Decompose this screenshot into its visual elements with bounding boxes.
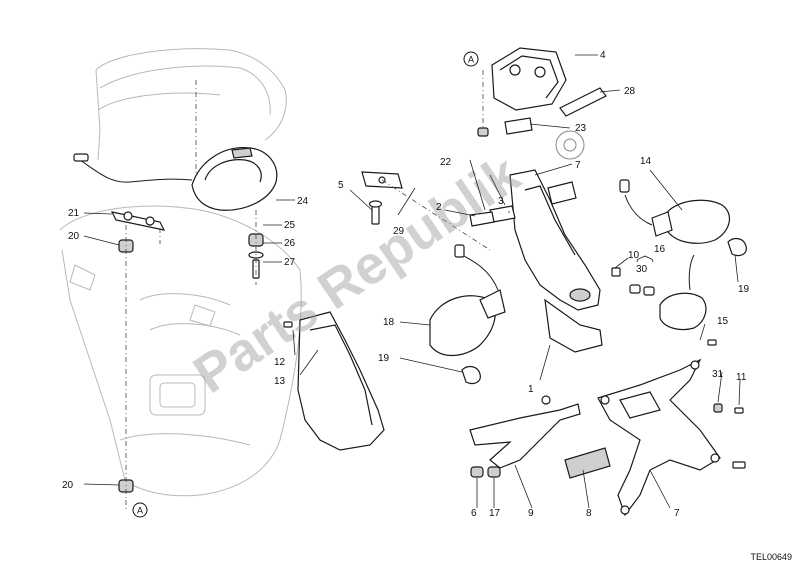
callout-30: 30 — [636, 264, 648, 275]
callout-28: 28 — [624, 86, 636, 97]
left-bracket-parts — [110, 211, 166, 510]
plate-bracket — [597, 339, 746, 517]
inner-cover — [283, 311, 385, 451]
callout-20a: 20 — [68, 231, 80, 242]
callout-7b: 7 — [674, 508, 680, 519]
callout-17-final: 17 — [489, 508, 501, 519]
callout-15: 15 — [717, 316, 729, 327]
license-plate-holder — [469, 169, 603, 353]
right-turn-signal — [619, 179, 747, 257]
callout-19-lower: 19 — [378, 353, 390, 364]
callout-31: 31 — [712, 369, 724, 380]
svg-text:A: A — [468, 55, 474, 65]
callout-7a: 7 — [575, 160, 581, 171]
callout-26: 26 — [284, 238, 296, 249]
callout-23: 23 — [575, 123, 587, 134]
callout-19c: 19 — [738, 284, 750, 295]
svg-text:A: A — [137, 506, 143, 516]
callout-8: 8 — [586, 508, 592, 519]
left-turn-signal — [429, 244, 506, 385]
drawing-code: TEL00649 — [750, 552, 792, 562]
callout-10: 10 — [628, 250, 640, 261]
callout-3: 3 — [498, 196, 504, 207]
callout-9-final: 9 — [528, 508, 534, 519]
top-bracket — [477, 47, 607, 137]
callout-11: 11 — [736, 372, 747, 383]
callout-25: 25 — [284, 220, 296, 231]
callout-18: 18 — [383, 317, 395, 328]
ghost-tail-body — [59, 48, 302, 497]
callout-20b: 20 — [62, 480, 74, 491]
callout-12: 12 — [274, 357, 286, 368]
callout-2: 2 — [436, 202, 442, 213]
callout-21: 21 — [68, 208, 80, 219]
callout-22: 22 — [440, 157, 452, 168]
callout-4: 4 — [600, 50, 606, 61]
clip-plate — [504, 117, 585, 160]
callout-5: 5 — [338, 180, 344, 191]
tail-light — [73, 147, 278, 211]
bolt-and-plate — [361, 171, 491, 251]
callout-24: 24 — [297, 196, 309, 207]
reference-marker-bottom: A — [132, 502, 148, 518]
callout-six: 6 — [471, 508, 477, 519]
callout-29: 29 — [393, 226, 405, 237]
right-small-parts — [195, 80, 264, 285]
leader-lines — [83, 54, 741, 509]
grouping-brace — [636, 255, 654, 263]
callouts: 4 28 23 7 22 5 29 2 3 24 25 26 27 21 20 … — [62, 50, 750, 519]
callout-16: 16 — [654, 244, 666, 255]
callout-14: 14 — [640, 156, 652, 167]
reference-marker-top: A — [463, 51, 479, 67]
callout-1: 1 — [528, 384, 534, 395]
reflector-bracket — [469, 395, 611, 479]
callout-27: 27 — [284, 257, 296, 268]
small-turn-signal — [611, 254, 707, 331]
callout-13: 13 — [274, 376, 286, 387]
